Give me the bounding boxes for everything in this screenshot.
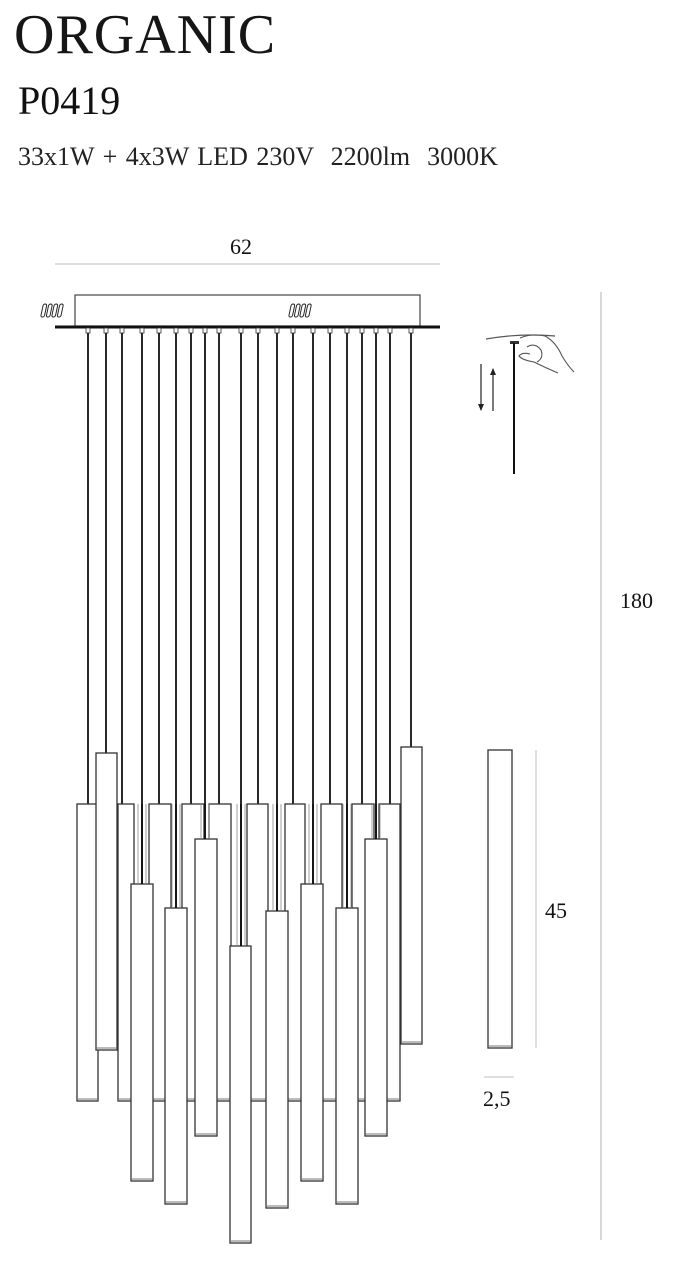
tube-body	[194, 838, 218, 1137]
tube-body	[400, 746, 423, 1045]
wire-gripper	[188, 327, 194, 334]
light-tubes	[76, 746, 423, 1244]
wire-gripper	[387, 327, 393, 334]
vent-slot	[45, 303, 53, 318]
tube-body	[265, 910, 289, 1209]
tube-body	[164, 907, 188, 1205]
height-dimension-label: 180	[620, 588, 653, 613]
wire-gripper	[408, 327, 414, 334]
tube-t20	[335, 907, 359, 1205]
tube-body	[130, 883, 154, 1182]
dimension-lines	[55, 263, 602, 1240]
tube-t15	[130, 883, 154, 1182]
tube-t1	[76, 803, 99, 1102]
wire-gripper	[255, 327, 261, 334]
model-code: P0419	[18, 78, 121, 123]
wire-gripper	[327, 327, 333, 334]
tube-t19	[300, 883, 324, 1182]
wire-gripper	[238, 327, 244, 334]
tube-t2	[95, 752, 118, 1051]
wire-gripper	[310, 327, 316, 334]
vent-slot	[288, 303, 296, 318]
wire-gripper	[103, 327, 109, 334]
wire-gripper	[202, 327, 208, 334]
canopy-box	[74, 294, 421, 327]
wire-gripper	[85, 327, 91, 334]
vent-slot	[299, 303, 307, 318]
tube-t14	[364, 838, 388, 1137]
vent-slot	[304, 303, 312, 318]
tube-body	[300, 883, 324, 1182]
tube-t18	[265, 910, 289, 1209]
tube-diameter-label: 2,5	[483, 1086, 511, 1111]
tube-length-label: 45	[545, 898, 567, 923]
tube-t13	[400, 746, 423, 1045]
single-tube-detail	[487, 749, 513, 1049]
height-adjust-icon	[478, 334, 575, 474]
tube-t16	[164, 907, 188, 1205]
tube-body	[229, 945, 252, 1244]
wire-gripper	[139, 327, 145, 334]
tube-body	[95, 752, 118, 1051]
spec-line: 33x1W + 4x3W LED 230V 2200lm 3000K	[18, 142, 498, 171]
wire-gripper	[216, 327, 222, 334]
vent-slot	[51, 303, 59, 318]
wire-gripper	[373, 327, 379, 334]
wire-gripper	[156, 327, 162, 334]
tube-body	[335, 907, 359, 1205]
tube-t3	[117, 803, 135, 1102]
vent-glyph-right	[288, 303, 312, 318]
wire-gripper	[119, 327, 125, 334]
width-dimension-label: 62	[230, 234, 252, 259]
wire-gripper	[290, 327, 296, 334]
tube-body	[76, 803, 99, 1102]
vent-slot	[40, 303, 48, 318]
wire-gripper	[344, 327, 350, 334]
tube-t7	[194, 838, 218, 1137]
vent-slot	[293, 303, 301, 318]
wire-gripper	[274, 327, 280, 334]
canopy	[40, 294, 440, 329]
wire-gripper	[359, 327, 365, 334]
tube-t17	[229, 945, 252, 1244]
vent-slot	[56, 303, 64, 318]
single-tube-body	[487, 749, 513, 1049]
wire-gripper	[173, 327, 179, 334]
tube-body	[364, 838, 388, 1137]
collection-title: ORGANIC	[14, 4, 277, 66]
vent-glyph-left	[40, 303, 64, 318]
